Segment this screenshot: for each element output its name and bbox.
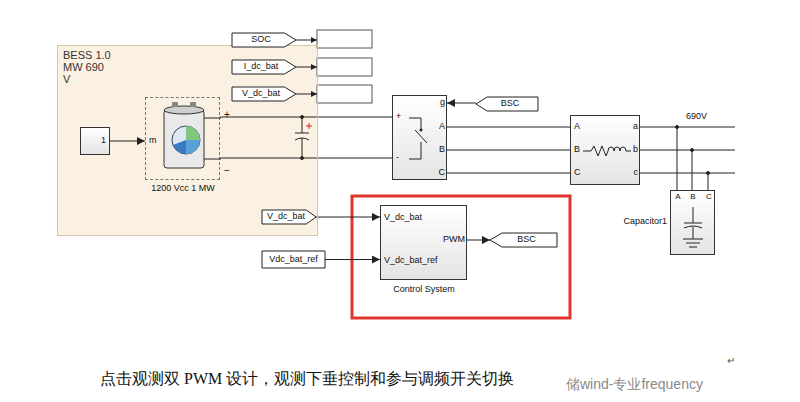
polarity-mark <box>306 123 312 129</box>
converter-block-icon <box>409 118 427 159</box>
block-label: BESS 1.0 MW 690 V <box>63 49 111 85</box>
port-label: - <box>396 153 399 163</box>
wire <box>447 103 476 104</box>
from-tag: I_dc_bat <box>232 60 296 74</box>
control-subsystem: V_dc_batV_dc_bat_refPWMControl System <box>380 205 467 280</box>
rl-branch-block-icon <box>583 146 631 156</box>
block-label: 1200 Vcc 1 MW <box>151 184 215 194</box>
signal-name: I_dc_bat <box>244 62 279 72</box>
tag-outline <box>490 233 557 247</box>
wire <box>467 240 490 241</box>
signal-line <box>296 67 317 68</box>
battery-block: m1200 Vcc 1 MW <box>145 97 220 180</box>
bus-voltage: 690V <box>686 111 707 121</box>
tag-outline <box>262 210 316 224</box>
tag-outline <box>232 33 296 47</box>
port-label: B <box>574 145 580 155</box>
bus-wire <box>708 173 735 174</box>
converter-block-icon <box>393 96 446 179</box>
block-label: V_dc_bat <box>384 213 422 223</box>
caption: 点击观测双 PWM 设计，观测下垂控制和参与调频开关切换 <box>100 370 514 387</box>
capacitor-block-icon <box>683 207 703 247</box>
wire <box>110 141 145 142</box>
wire <box>325 259 380 260</box>
block-label: Capacitor1 <box>623 217 667 227</box>
capacitor-symbol <box>295 116 309 160</box>
from-tag: BSC <box>476 97 538 111</box>
port-sign: − <box>224 165 230 176</box>
display-block <box>317 58 372 76</box>
port-label: g <box>440 98 445 108</box>
rl-branch-block: A B Ca b c <box>570 115 640 185</box>
wire <box>640 173 708 190</box>
battery-block-icon <box>146 98 219 179</box>
port-label: + <box>396 112 401 122</box>
wire <box>640 150 692 190</box>
port-label: C <box>439 168 446 178</box>
wire <box>640 127 677 190</box>
signal-line <box>296 40 317 41</box>
tag-outline <box>232 60 296 74</box>
wire <box>447 173 570 174</box>
wire <box>220 158 392 159</box>
goto-tag: BSC <box>490 233 557 247</box>
capacitor-symbol <box>302 138 303 158</box>
signal-name: BSC <box>501 99 520 109</box>
port-label: m <box>149 136 157 146</box>
signal-name: BSC <box>517 235 536 245</box>
port-label: B <box>690 193 695 202</box>
from-tag: V_dc_bat <box>262 210 316 224</box>
from-tag: SOC <box>232 33 296 47</box>
from-tag: Vdc_bat_ref <box>262 251 325 268</box>
display-block <box>317 30 372 103</box>
display-block <box>317 85 372 103</box>
port-sign: + <box>224 109 230 120</box>
port-label: 1 <box>101 136 106 146</box>
port-label: C <box>706 193 712 202</box>
from-tag: V_dc_bat <box>232 87 296 101</box>
polarity-mark <box>309 123 310 129</box>
wire <box>220 117 392 118</box>
bus-wire <box>692 150 735 151</box>
wire <box>447 150 570 151</box>
signal-line <box>296 40 317 94</box>
highlight-frame <box>352 196 570 318</box>
display-block <box>317 30 372 48</box>
battery-block-icon <box>164 102 221 168</box>
converter-block: + - gA B C <box>392 95 447 180</box>
signal-line <box>296 94 317 95</box>
capacitor-symbol <box>295 133 309 134</box>
tag-outline <box>476 97 538 111</box>
signal-name: V_dc_bat <box>242 89 280 99</box>
constant-block: 1 <box>80 127 110 155</box>
port-label: A <box>574 122 580 132</box>
port-label: A <box>439 122 445 132</box>
port-label: B <box>439 145 445 155</box>
port-label: A <box>675 193 680 202</box>
signal-name: SOC <box>251 35 271 45</box>
wire <box>447 127 570 128</box>
port-label: c <box>634 168 639 178</box>
block-label: Control System <box>393 285 455 295</box>
port-label: C <box>574 168 581 178</box>
subsystem-panel <box>57 45 318 236</box>
wire <box>316 217 380 218</box>
tag-outline <box>262 251 325 268</box>
signal-name: Vdc_bat_ref <box>269 255 318 265</box>
port-label: PWM <box>443 235 465 245</box>
signal-name: V_dc_bat <box>267 212 305 222</box>
return-mark: ↵ <box>727 355 735 366</box>
watermark: 储wind-专业frequency <box>566 376 703 392</box>
capacitor-symbol <box>302 117 303 133</box>
rl-branch-block-icon <box>571 116 639 184</box>
port-label: b <box>633 145 638 155</box>
block-label: V_dc_bat_ref <box>384 256 438 266</box>
tag-outline <box>232 87 296 101</box>
port-label: a <box>633 122 638 132</box>
capacitor-block: ABCCapacitor1 <box>670 190 715 255</box>
bus-wire <box>677 127 735 128</box>
